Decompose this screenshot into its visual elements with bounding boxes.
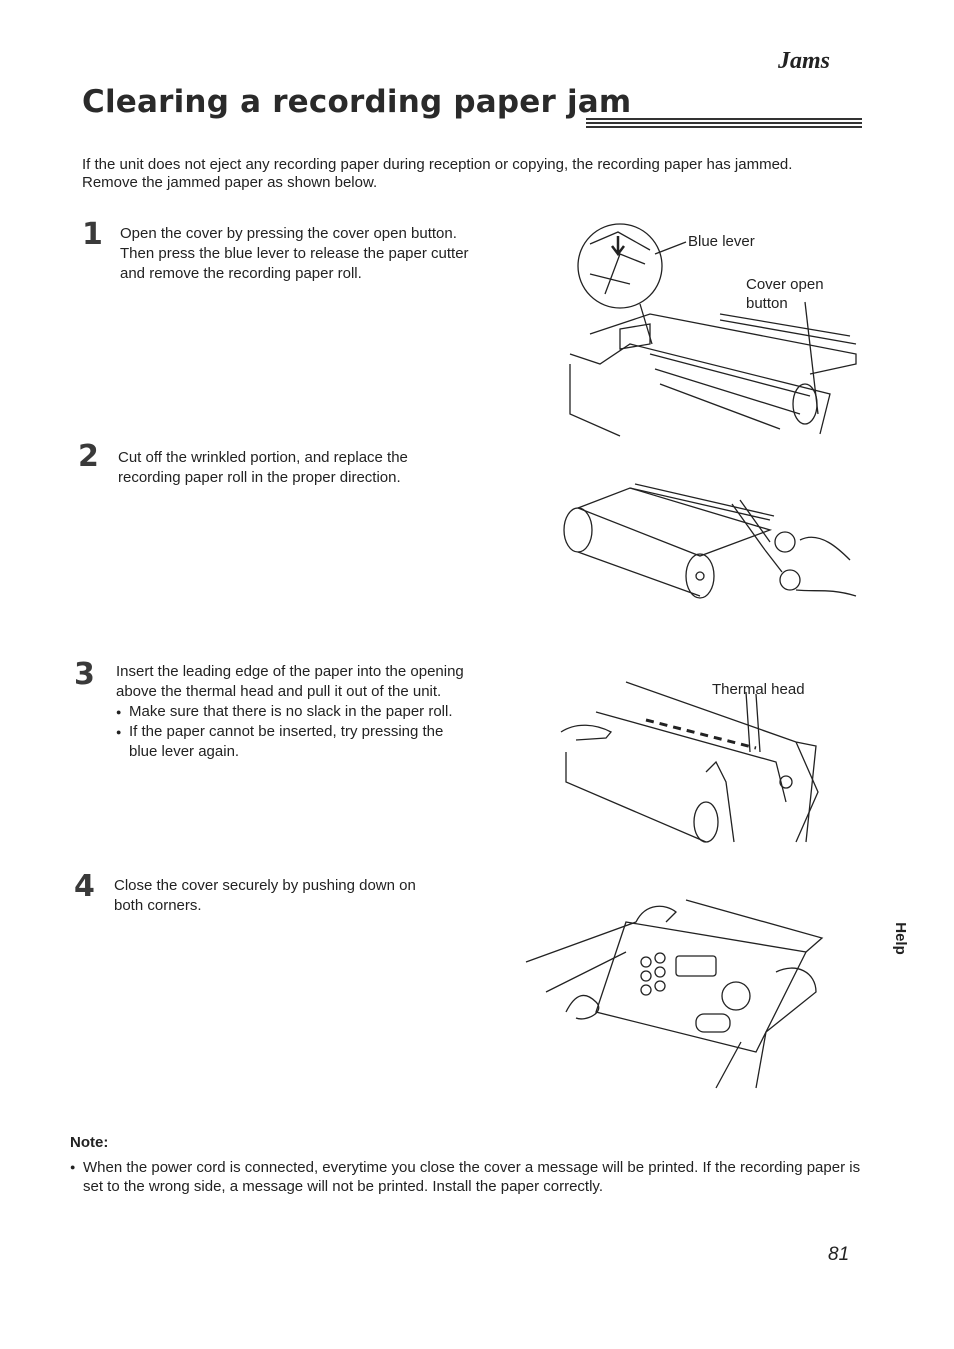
step-4-number: 4 — [74, 869, 95, 904]
page-number: 81 — [828, 1244, 850, 1265]
label-button: button — [746, 295, 788, 312]
step-1-text: Open the cover by pressing the cover ope… — [120, 225, 469, 282]
note-text: When the power cord is connected, everyt… — [70, 1158, 873, 1196]
step-3-text: Insert the leading edge of the paper int… — [116, 662, 466, 762]
side-tab-help: Help — [891, 921, 909, 955]
step-4-illustration — [525, 899, 824, 1089]
label-cover-open: Cover open — [746, 276, 824, 293]
step-3-number: 3 — [74, 657, 95, 692]
step-1-number: 1 — [82, 217, 103, 252]
section-title: Jams — [777, 48, 830, 74]
title-rule — [586, 118, 862, 130]
step-3-bullet-2: If the paper cannot be inserted, try pre… — [116, 722, 466, 762]
note-heading: Note: — [70, 1134, 109, 1151]
step-2-number: 2 — [78, 439, 99, 474]
step-2-illustration — [563, 483, 857, 599]
label-blue-lever: Blue lever — [688, 233, 755, 250]
step-3-main-text: Insert the leading edge of the paper int… — [116, 663, 464, 700]
step-1-illustration — [569, 223, 857, 437]
label-thermal-head: Thermal head — [712, 681, 805, 698]
step-2-text: Cut off the wrinkled portion, and replac… — [118, 449, 408, 486]
step-3-bullet-1: Make sure that there is no slack in the … — [116, 702, 466, 722]
intro-paragraph: If the unit does not eject any recording… — [82, 156, 793, 191]
step-3-illustration — [560, 681, 819, 843]
page-title: Clearing a recording paper jam — [82, 84, 632, 120]
step-4-text: Close the cover securely by pushing down… — [114, 877, 416, 914]
